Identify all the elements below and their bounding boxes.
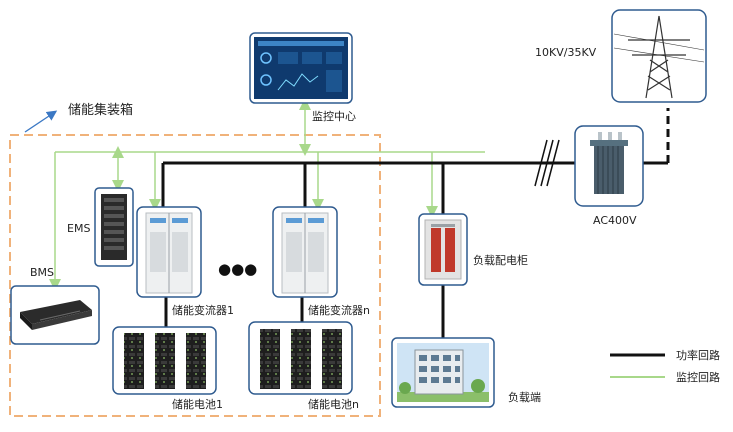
pcs-n-cabinet <box>272 206 338 298</box>
line-break-marks <box>534 139 560 187</box>
battery-1-rack <box>112 326 217 395</box>
battery-n-label: 储能电池n <box>308 397 359 411</box>
ellipsis-dots: ●●● <box>218 260 257 278</box>
ems-label: EMS <box>67 222 90 235</box>
container-border <box>9 134 381 417</box>
legend-monitor-label: 监控回路 <box>676 370 720 384</box>
pcs-n-label: 储能变流器n <box>308 303 370 317</box>
legend-power-label: 功率回路 <box>676 348 720 362</box>
monitor-center-label: 监控中心 <box>312 109 356 123</box>
load-end-label: 负载端 <box>508 390 541 404</box>
transformer <box>574 125 644 207</box>
pcs-1-label: 储能变流器1 <box>172 303 234 317</box>
grid-voltage-label: 10KV/35KV <box>535 46 597 59</box>
container-title: 储能集装箱 <box>68 102 133 118</box>
pcs-1-cabinet <box>136 206 202 298</box>
transmission-tower <box>611 9 707 103</box>
battery-1-label: 储能电池1 <box>172 397 223 411</box>
bms-label: BMS <box>30 266 54 279</box>
container-pointer-arrow <box>24 110 58 133</box>
monitor-center-screen <box>249 32 353 104</box>
battery-n-rack <box>248 321 353 395</box>
transformer-label: AC400V <box>593 214 637 227</box>
power-lines <box>161 108 670 338</box>
ems-rack <box>94 187 134 267</box>
monitor-lines <box>49 98 485 291</box>
bms-unit <box>10 285 100 345</box>
legend: 功率回路 监控回路 <box>610 348 720 384</box>
load-distribution-cabinet <box>418 213 468 286</box>
load-cabinet-label: 负载配电柜 <box>473 253 528 267</box>
load-end-building <box>391 337 495 408</box>
